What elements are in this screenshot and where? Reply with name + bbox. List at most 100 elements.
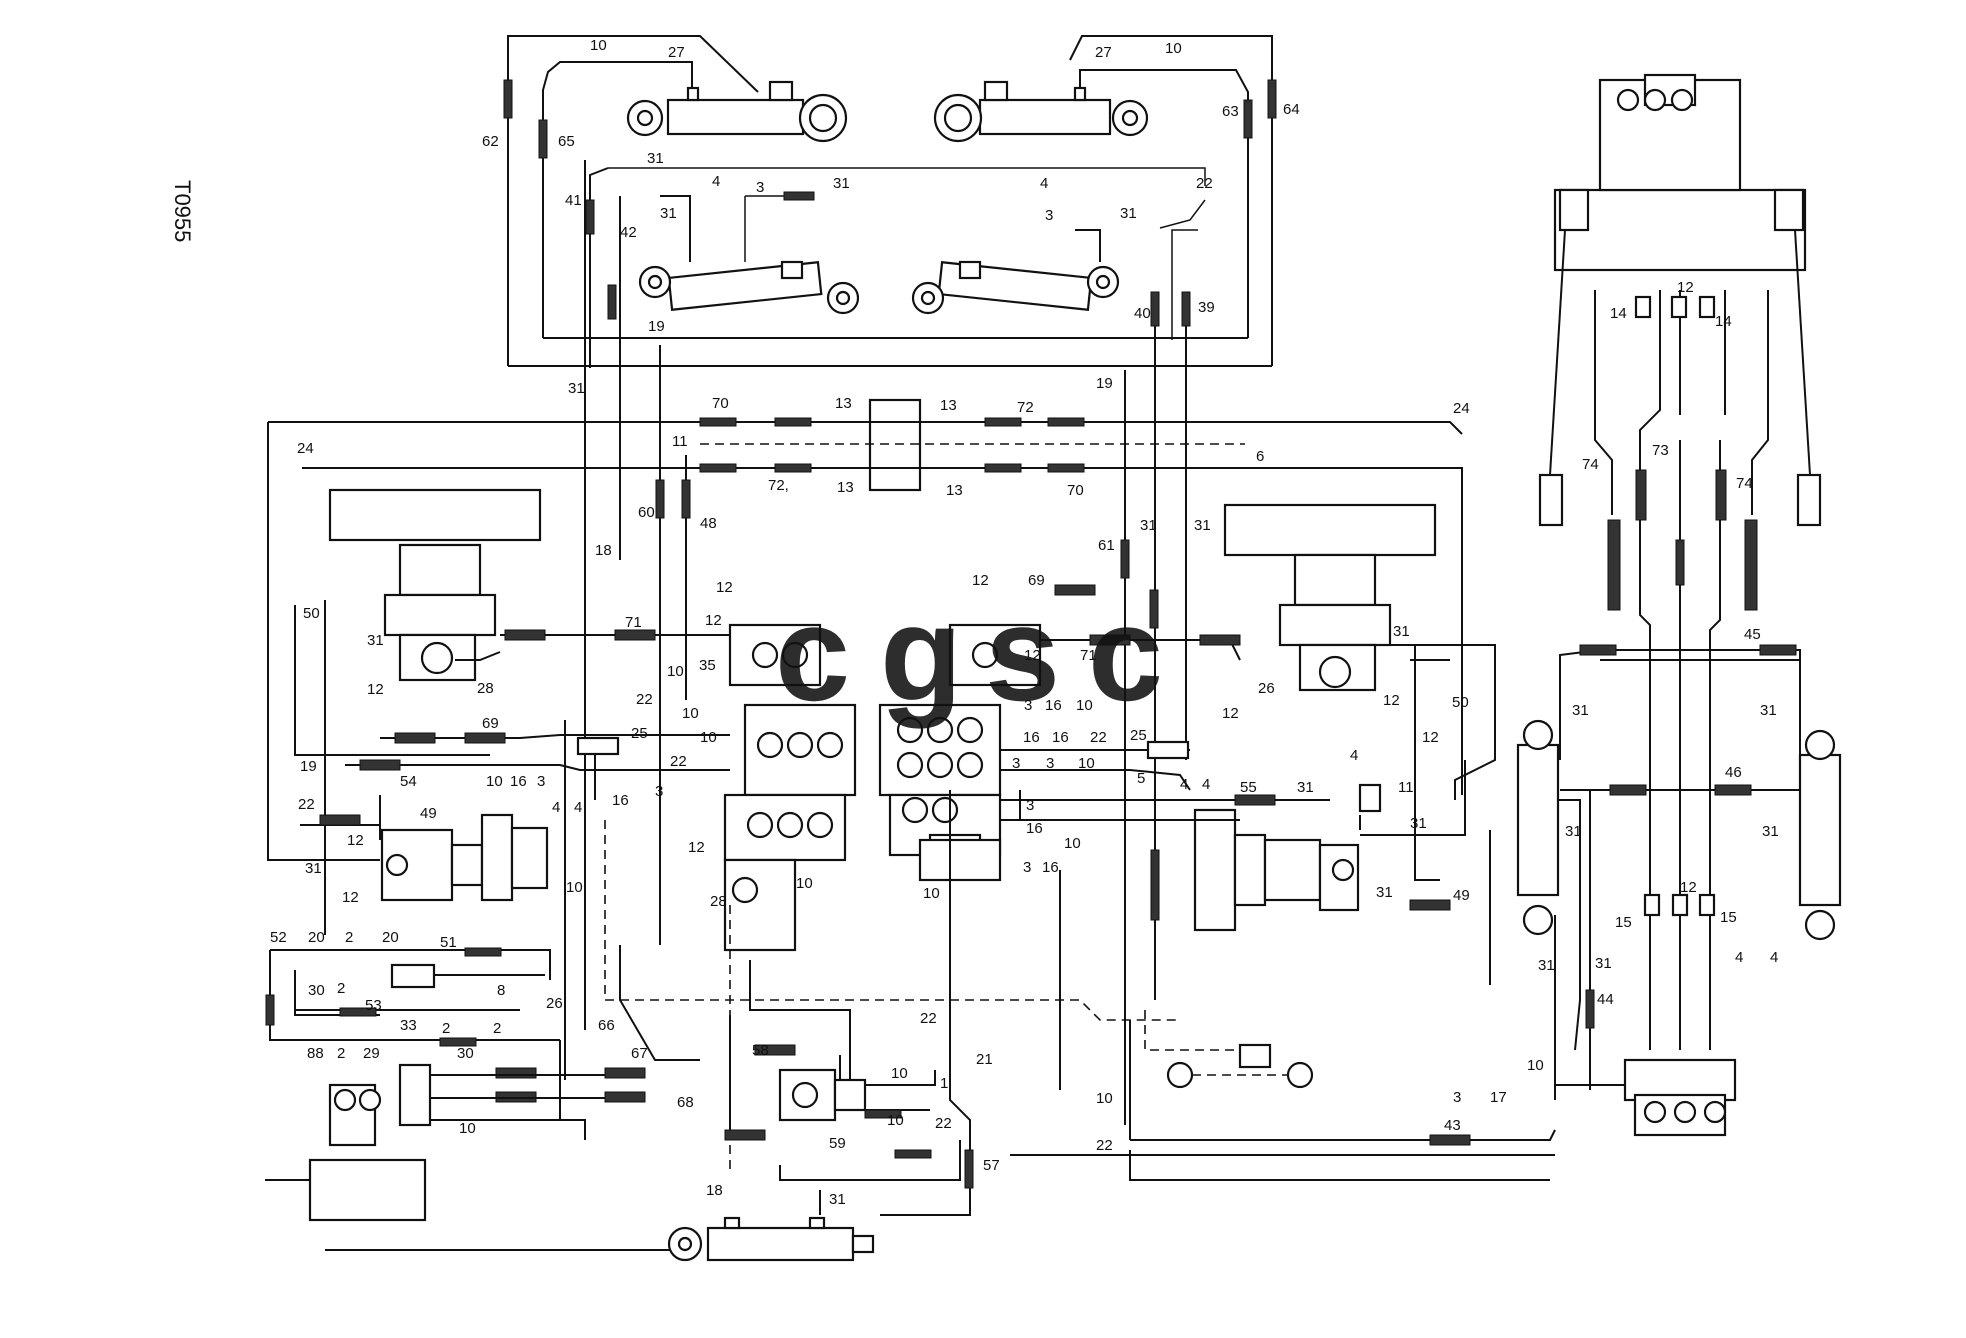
callout-label: 2 bbox=[337, 1045, 345, 1062]
callout-label: 31 bbox=[568, 380, 585, 397]
callout-label: 31 bbox=[660, 205, 677, 222]
watermark-letter-s: s bbox=[985, 578, 1060, 729]
callout-label: 4 bbox=[1040, 175, 1048, 192]
callout-label: 6 bbox=[1256, 448, 1264, 465]
callout-label: 1 bbox=[940, 1075, 948, 1092]
callout-label: 16 bbox=[1023, 729, 1040, 746]
callout-label: 31 bbox=[1595, 955, 1612, 972]
callout-label: 68 bbox=[677, 1094, 694, 1111]
callout-label: 10 bbox=[1165, 40, 1182, 57]
callout-label: 39 bbox=[1198, 299, 1215, 316]
callout-label: 12 bbox=[342, 889, 359, 906]
callout-label: 69 bbox=[482, 715, 499, 732]
callout-labels: 10 27 27 10 62 65 63 64 31 41 42 31 4 3 … bbox=[270, 37, 1779, 1208]
watermark-letter-c2: c bbox=[1088, 578, 1163, 729]
callout-label: 4 bbox=[552, 799, 560, 816]
control-valve-left bbox=[723, 623, 857, 952]
callout-label: 16 bbox=[510, 773, 527, 790]
callout-label: 10 bbox=[891, 1065, 908, 1082]
callout-label: 25 bbox=[631, 725, 648, 742]
callout-label: 70 bbox=[712, 395, 729, 412]
callout-label: 2 bbox=[337, 980, 345, 997]
callout-label: 12 bbox=[367, 681, 384, 698]
auxiliary-valve bbox=[1555, 1058, 1737, 1137]
callout-label: 45 bbox=[1744, 626, 1761, 643]
callout-label: 31 bbox=[1140, 517, 1157, 534]
callout-label: 3 bbox=[756, 179, 764, 196]
callout-label: 2 bbox=[345, 929, 353, 946]
callout-label: 14 bbox=[1610, 305, 1627, 322]
callout-label: 12 bbox=[1024, 647, 1041, 664]
callout-label: 31 bbox=[1194, 517, 1211, 534]
callout-label: 3 bbox=[1023, 859, 1031, 876]
callout-label: 13 bbox=[835, 395, 852, 412]
callout-label: 29 bbox=[363, 1045, 380, 1062]
filter-canister bbox=[1358, 783, 1382, 813]
callout-label: 31 bbox=[1410, 815, 1427, 832]
callout-label: 10 bbox=[887, 1112, 904, 1129]
callout-label: 22 bbox=[935, 1115, 952, 1132]
callout-label: 31 bbox=[829, 1191, 846, 1208]
callout-label: 50 bbox=[303, 605, 320, 622]
callout-label: 46 bbox=[1725, 764, 1742, 781]
steering-unit-right bbox=[1223, 503, 1437, 692]
callout-label: 55 bbox=[1240, 779, 1257, 796]
callout-label: 72 bbox=[1017, 399, 1034, 416]
mast-assembly bbox=[1538, 73, 1822, 1050]
parking-brake-actuators bbox=[1166, 1043, 1314, 1089]
callout-label: 16 bbox=[1042, 859, 1059, 876]
callout-label: 88 bbox=[307, 1045, 324, 1062]
callout-label: 4 bbox=[1350, 747, 1358, 764]
callout-label: 25 bbox=[1130, 727, 1147, 744]
lift-cylinder-right bbox=[933, 80, 1149, 143]
junction-block-left bbox=[576, 736, 620, 756]
callout-label: 41 bbox=[565, 192, 582, 209]
callout-label: 11 bbox=[672, 433, 688, 450]
callout-label: 3 bbox=[655, 783, 663, 800]
callout-label: 3 bbox=[1024, 697, 1032, 714]
callout-label: 10 bbox=[459, 1120, 476, 1137]
callout-label: 10 bbox=[682, 705, 699, 722]
callout-label: 8 bbox=[497, 982, 505, 999]
watermark-letter-g: g bbox=[880, 578, 962, 729]
watermark-logo: c g s c bbox=[775, 578, 1163, 729]
callout-label: 19 bbox=[1096, 375, 1113, 392]
callout-label: 24 bbox=[297, 440, 314, 457]
callout-label: 49 bbox=[420, 805, 437, 822]
side-shift-cylinders bbox=[1516, 644, 1842, 1080]
callout-label: 16 bbox=[1045, 697, 1062, 714]
callout-label: 57 bbox=[983, 1157, 1000, 1174]
callout-label: 17 bbox=[1490, 1089, 1507, 1106]
callout-label: 18 bbox=[595, 542, 612, 559]
callout-label: 13 bbox=[946, 482, 963, 499]
watermark-letter-c1: c bbox=[775, 578, 850, 729]
callout-label: 74 bbox=[1736, 475, 1753, 492]
callout-label: 28 bbox=[710, 893, 727, 910]
callout-label: 61 bbox=[1098, 537, 1115, 554]
callout-label: 12 bbox=[716, 579, 733, 596]
tilt-cylinder-right bbox=[911, 260, 1120, 315]
callout-label: 30 bbox=[457, 1045, 474, 1062]
lift-cylinder-left bbox=[626, 80, 848, 143]
callout-label: 58 bbox=[752, 1042, 769, 1059]
callout-label: 31 bbox=[647, 150, 664, 167]
callout-label: 24 bbox=[1453, 400, 1470, 417]
callout-label: 72, bbox=[768, 477, 789, 494]
callout-label: 31 bbox=[305, 860, 322, 877]
callout-label: 65 bbox=[558, 133, 575, 150]
steering-unit-left bbox=[328, 488, 542, 682]
callout-label: 3 bbox=[537, 773, 545, 790]
control-valve-right bbox=[878, 623, 1042, 882]
callout-label: 14 bbox=[1715, 313, 1732, 330]
callout-label: 4 bbox=[1180, 776, 1188, 793]
callout-label: 60 bbox=[638, 504, 655, 521]
callout-label: 13 bbox=[837, 479, 854, 496]
callout-label: 31 bbox=[1762, 823, 1779, 840]
callout-label: 67 bbox=[631, 1045, 648, 1062]
callout-label: 22 bbox=[1196, 175, 1213, 192]
callout-label: 31 bbox=[1760, 702, 1777, 719]
callout-label: 3 bbox=[1045, 207, 1053, 224]
callout-label: 12 bbox=[688, 839, 705, 856]
callout-label: 27 bbox=[668, 44, 685, 61]
